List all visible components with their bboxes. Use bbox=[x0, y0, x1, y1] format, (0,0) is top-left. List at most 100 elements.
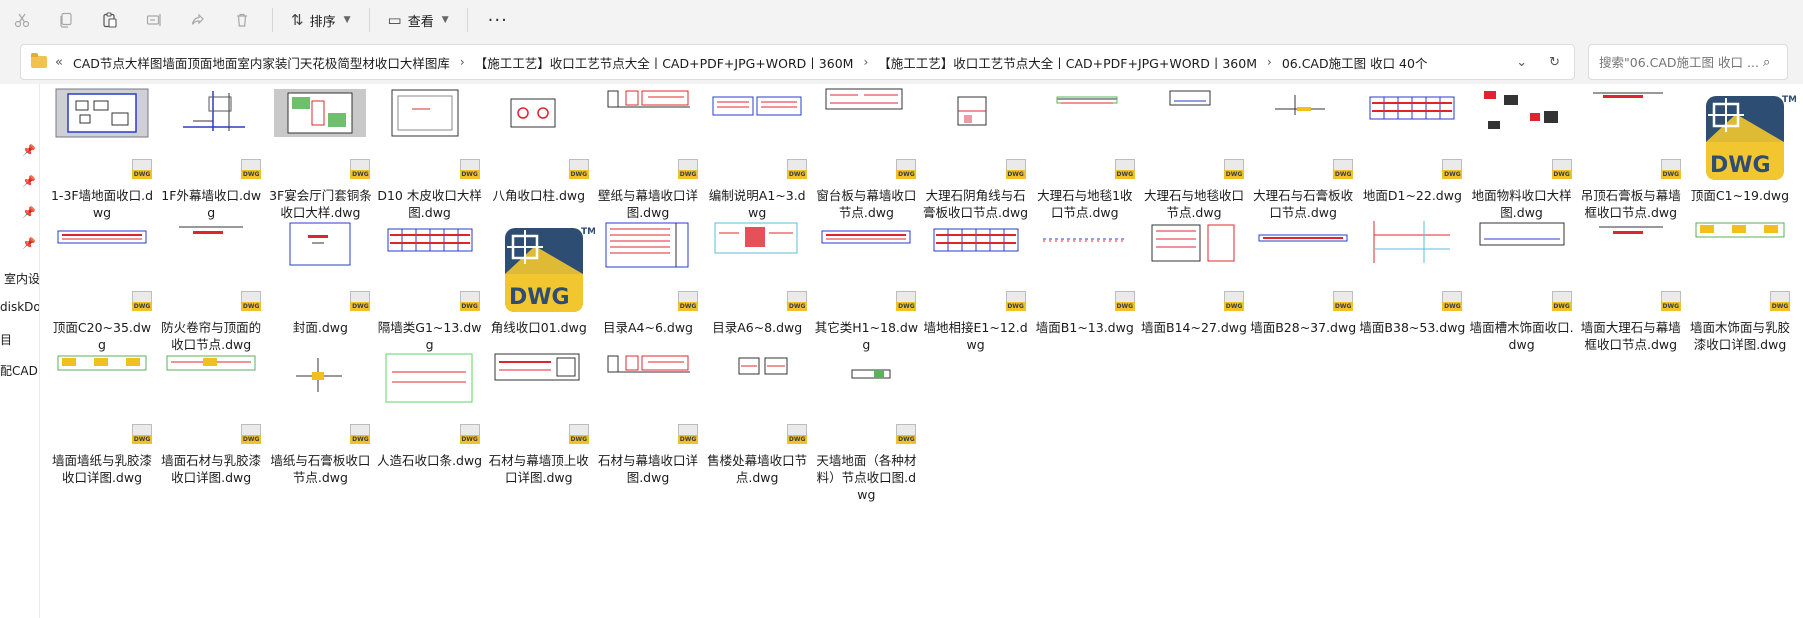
toolbar-divider bbox=[272, 8, 273, 32]
rename-icon[interactable] bbox=[132, 5, 176, 35]
address-bar[interactable]: « CAD节点大样图墙面顶面地面室内家装门天花极简型材收口大样图库 › 【施工工… bbox=[20, 44, 1575, 80]
sort-button[interactable]: ⇅ 排序 ▼ bbox=[281, 5, 361, 35]
search-icon[interactable]: ⌕ bbox=[1763, 54, 1771, 70]
refresh-icon[interactable]: ↻ bbox=[1549, 54, 1560, 70]
file-thumbnail: DWG bbox=[491, 95, 589, 179]
file-item[interactable]: DWG 大理石阴角线与石膏板收口节点.dwg bbox=[923, 95, 1029, 221]
address-history-chevron-icon[interactable]: ⌄ bbox=[1516, 54, 1528, 70]
file-name: 大理石与石膏板收口节点.dwg bbox=[1253, 188, 1354, 220]
more-options-button[interactable]: ··· bbox=[487, 9, 508, 31]
dwg-file-badge-icon: DWG bbox=[896, 424, 917, 444]
dwg-file-badge-icon: DWG bbox=[1114, 291, 1135, 311]
dwg-file-badge-icon: DWG bbox=[241, 159, 262, 179]
file-item[interactable]: DWG 墙面B1~13.dwg bbox=[1032, 227, 1138, 336]
file-thumbnail: DWG bbox=[382, 227, 480, 311]
breadcrumb-separator-icon[interactable]: › bbox=[863, 55, 869, 69]
dwg-file-badge-icon: DWG bbox=[241, 291, 262, 311]
file-thumbnail: DWG bbox=[54, 88, 152, 179]
share-icon[interactable] bbox=[176, 5, 220, 35]
file-name: 1F外幕墙收口.dwg bbox=[161, 188, 262, 220]
svg-text:TM: TM bbox=[1782, 95, 1796, 105]
paste-icon[interactable] bbox=[88, 5, 132, 35]
breadcrumb-separator-icon[interactable]: › bbox=[1267, 55, 1272, 69]
file-thumbnail: DWG bbox=[382, 353, 480, 444]
breadcrumb-item[interactable]: 【施工工艺】收口工艺节点大全丨CAD+PDF+JPG+WORD丨360M bbox=[474, 55, 854, 71]
file-item[interactable]: DWG 1F外幕墙收口.dwg bbox=[158, 91, 264, 221]
file-item[interactable]: DWG 墙面大理石与幕墙框收口节点.dwg bbox=[1578, 226, 1684, 353]
toolbar-divider bbox=[466, 8, 468, 32]
breadcrumb-item[interactable]: 【施工工艺】收口工艺节点大全丨CAD+PDF+JPG+WORD丨360M bbox=[878, 55, 1257, 71]
dwg-file-badge-icon: DWG bbox=[896, 159, 917, 179]
search-input[interactable] bbox=[1599, 54, 1759, 70]
file-name: 隔墙类G1~13.dwg bbox=[377, 320, 482, 352]
breadcrumb-item-current[interactable]: 06.CAD施工图 收口 40个 bbox=[1281, 55, 1428, 71]
navigation-pane[interactable]: 📌 📌 📌 📌 室内设 diskDov 目 配CAD bbox=[0, 84, 40, 618]
chevron-down-icon: ▼ bbox=[441, 15, 449, 25]
dwg-file-badge-icon: DWG bbox=[1660, 291, 1681, 311]
search-box[interactable]: ⌕ bbox=[1588, 44, 1788, 80]
file-thumbnail: DWG bbox=[600, 355, 698, 444]
file-item[interactable]: DWG 八角收口柱.dwg bbox=[486, 95, 592, 204]
nav-item[interactable]: 室内设 bbox=[4, 272, 40, 286]
file-thumbnail: DWG bbox=[818, 88, 917, 179]
breadcrumb-overflow-button[interactable]: « bbox=[55, 54, 63, 70]
nav-item[interactable]: 配CAD bbox=[0, 364, 38, 378]
file-item[interactable]: DWG 隔墙类G1~13.dwg bbox=[377, 227, 483, 353]
file-thumbnail: DWG bbox=[1364, 95, 1463, 179]
file-thumbnail: DWG bbox=[163, 91, 262, 179]
breadcrumb-item[interactable]: CAD节点大样图墙面顶面地面室内家装门天花极简型材收口大样图库 bbox=[72, 55, 450, 71]
delete-icon[interactable] bbox=[220, 5, 264, 35]
file-name: 大理石阴角线与石膏板收口节点.dwg bbox=[923, 188, 1029, 220]
nav-item[interactable]: diskDov bbox=[0, 300, 40, 314]
dwg-file-badge-icon: DWG bbox=[1005, 159, 1026, 179]
cut-icon[interactable] bbox=[0, 5, 44, 35]
file-name: 墙面大理石与幕墙框收口节点.dwg bbox=[1580, 320, 1681, 352]
file-item[interactable]: DWG 大理石与石膏板收口节点.dwg bbox=[1250, 95, 1356, 221]
view-label: 查看 bbox=[407, 14, 434, 30]
nav-item[interactable]: 目 bbox=[0, 333, 13, 347]
dwg-file-badge-icon: DWG bbox=[132, 424, 152, 444]
view-button[interactable]: ▭ 查看 ▼ bbox=[378, 5, 459, 35]
file-name: 八角收口柱.dwg bbox=[492, 188, 586, 203]
dwg-file-badge-icon: DWG bbox=[1442, 291, 1463, 311]
file-thumbnail: DWG bbox=[1255, 95, 1354, 179]
breadcrumb-separator-icon[interactable]: › bbox=[459, 55, 465, 69]
copy-icon[interactable] bbox=[44, 5, 88, 35]
dwg-file-badge-icon: DWG bbox=[1114, 159, 1135, 179]
file-name: 墙面B1~13.dwg bbox=[1035, 320, 1134, 335]
